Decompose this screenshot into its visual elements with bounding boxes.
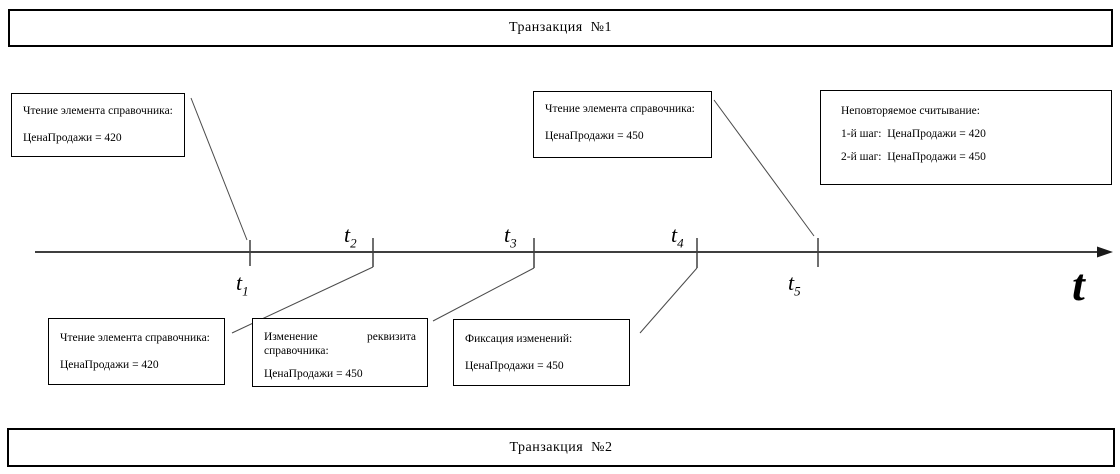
note-value: ЦенаПродажи = 450 <box>264 368 363 380</box>
note-step1: 1-й шаг: ЦенаПродажи = 420 <box>841 128 986 140</box>
note-title: Чтение элемента справочника: <box>545 103 695 115</box>
note-value: ЦенаПродажи = 450 <box>465 360 564 372</box>
connector-t3-to-bottommid <box>432 267 535 322</box>
note-read-420-txn1: Чтение элемента справочника: ЦенаПродажи… <box>11 93 185 157</box>
connector-topleft-to-t1 <box>190 97 248 241</box>
note-title: Чтение элемента справочника: <box>23 105 173 117</box>
note-value: ЦенаПродажи = 450 <box>545 130 644 142</box>
note-step2: 2-й шаг: ЦенаПродажи = 450 <box>841 151 986 163</box>
note-nonrepeatable-read: Неповторяемое считывание: 1-й шаг: ЦенаП… <box>820 90 1112 185</box>
note-title-row: Изменение реквизита <box>264 330 416 344</box>
tick-label-t4: t4 <box>671 222 684 251</box>
time-axis-label: t <box>1072 259 1085 310</box>
note-title-word2: реквизита <box>367 331 416 343</box>
note-commit-changes: Фиксация изменений: ЦенаПродажи = 450 <box>453 319 630 386</box>
transaction2-box: Транзакция №2 <box>7 428 1115 467</box>
connector-t4-to-bottomright <box>639 267 698 334</box>
tick-label-t5: t5 <box>788 270 801 299</box>
note-title: Чтение элемента справочника: <box>60 332 210 344</box>
axis-arrowhead-icon <box>1097 246 1113 258</box>
note-title: Фиксация изменений: <box>465 333 573 345</box>
tick-label-t3: t3 <box>504 222 517 251</box>
note-read-420-txn2: Чтение элемента справочника: ЦенаПродажи… <box>48 318 225 385</box>
connector-topmid-to-t5 <box>713 99 815 237</box>
tick-label-t2: t2 <box>344 222 357 251</box>
transaction2-label: Транзакция №2 <box>509 439 613 455</box>
note-modify-attribute: Изменение реквизита справочника: ЦенаПро… <box>252 318 428 387</box>
note-value: ЦенаПродажи = 420 <box>23 132 122 144</box>
note-title-word1: Изменение <box>264 331 318 343</box>
transaction1-box: Транзакция №1 <box>8 9 1113 47</box>
note-title-line2: справочника: <box>264 345 329 357</box>
tick-label-t1: t1 <box>236 270 249 299</box>
note-read-450-txn1: Чтение элемента справочника: ЦенаПродажи… <box>533 91 712 158</box>
note-value: ЦенаПродажи = 420 <box>60 359 159 371</box>
note-title: Неповторяемое считывание: <box>841 105 980 117</box>
transaction1-label: Транзакция №1 <box>508 20 613 35</box>
